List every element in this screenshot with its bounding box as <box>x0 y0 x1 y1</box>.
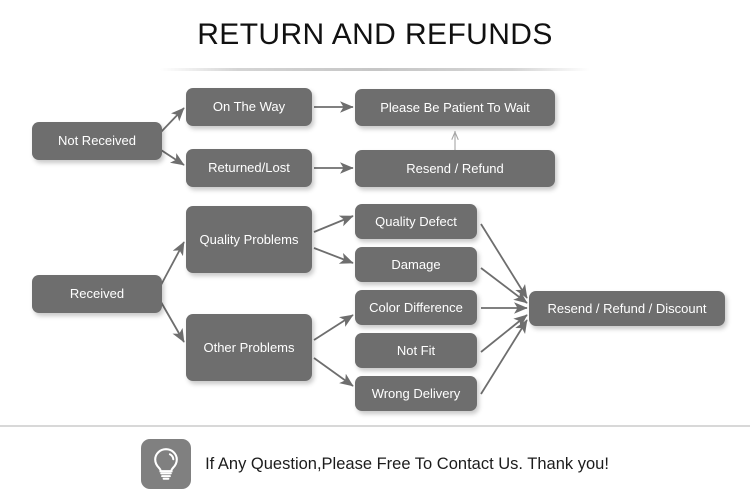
page-title: RETURN AND REFUNDS <box>197 18 553 51</box>
arrow-wrong-delivery-to-final <box>480 319 528 395</box>
node-damage[interactable]: Damage <box>355 247 477 282</box>
footer-divider <box>0 425 750 427</box>
node-wrong-delivery[interactable]: Wrong Delivery <box>355 376 477 411</box>
node-quality-problems[interactable]: Quality Problems <box>186 206 312 273</box>
node-other-problems[interactable]: Other Problems <box>186 314 312 381</box>
title-divider <box>160 68 590 71</box>
arrow-not-received-to-returned-lost <box>160 149 185 166</box>
arrow-damage-to-final <box>480 267 528 304</box>
node-not-fit[interactable]: Not Fit <box>355 333 477 368</box>
arrow-quality-problems-to-damage <box>313 247 354 264</box>
lightbulb-icon <box>141 439 192 489</box>
footer: If Any Question,Please Free To Contact U… <box>0 432 750 496</box>
arrow-other-problems-to-color-difference <box>313 314 354 341</box>
node-resend-refund[interactable]: Resend / Refund <box>355 150 555 187</box>
node-received[interactable]: Received <box>32 275 162 313</box>
arrow-received-to-quality-problems <box>160 241 185 286</box>
node-please-be-patient-to-wait[interactable]: Please Be Patient To Wait <box>355 89 555 126</box>
footer-contact-text: If Any Question,Please Free To Contact U… <box>205 454 609 473</box>
node-not-received[interactable]: Not Received <box>32 122 162 160</box>
arrow-quality-problems-to-quality-defect <box>313 215 354 233</box>
node-returned-lost[interactable]: Returned/Lost <box>186 149 312 187</box>
arrow-received-to-other-problems <box>160 301 185 343</box>
arrow-other-problems-to-wrong-delivery <box>313 357 354 387</box>
arrow-not-fit-to-final <box>480 314 528 353</box>
node-quality-defect[interactable]: Quality Defect <box>355 204 477 239</box>
arrow-not-received-to-on-the-way <box>160 107 185 133</box>
node-color-difference[interactable]: Color Difference <box>355 290 477 325</box>
arrow-quality-defect-to-final <box>480 223 528 299</box>
node-resend-refund-discount[interactable]: Resend / Refund / Discount <box>529 291 725 326</box>
node-on-the-way[interactable]: On The Way <box>186 88 312 126</box>
